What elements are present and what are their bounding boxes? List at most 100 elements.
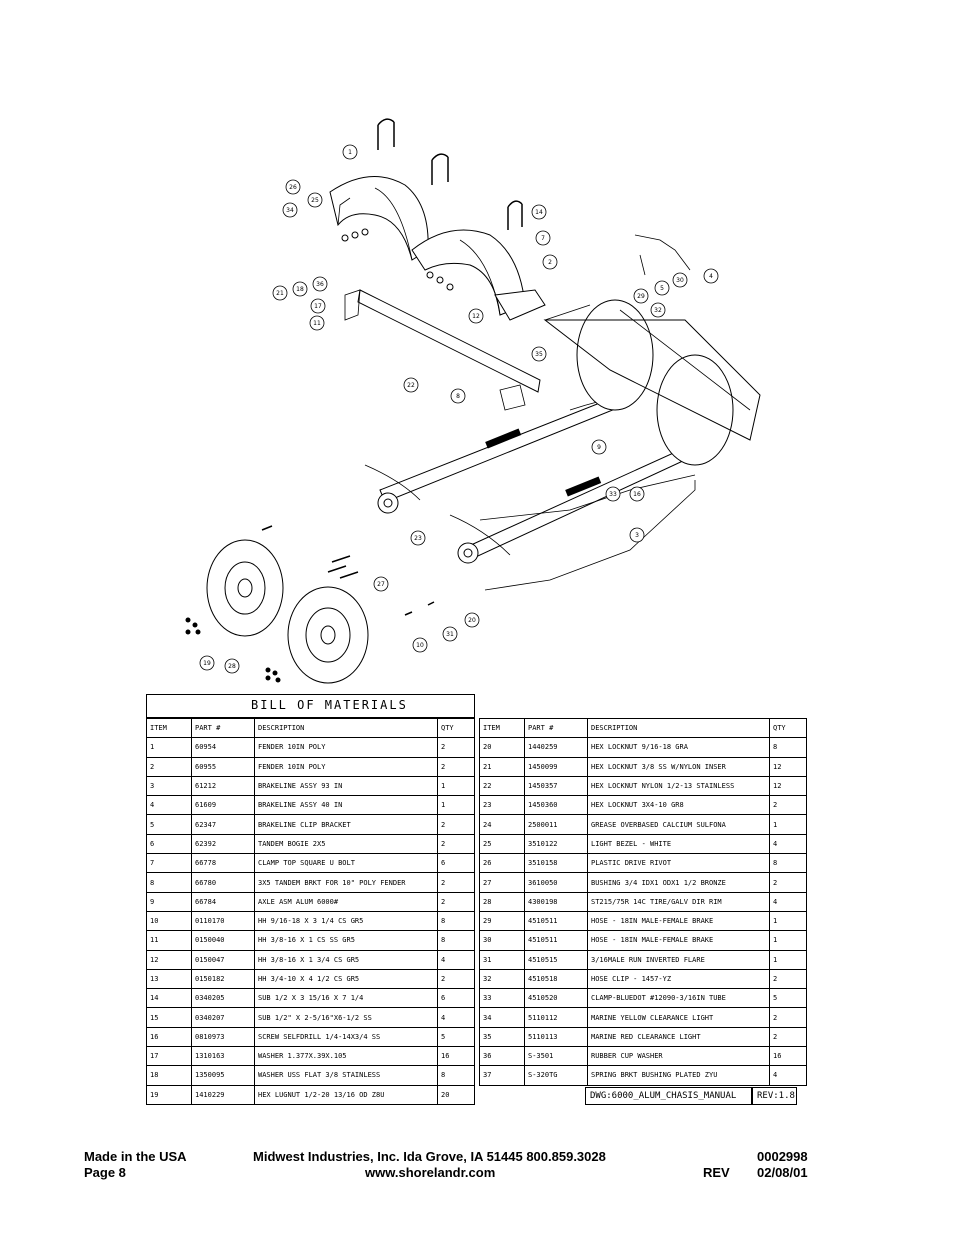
item-number: 2: [146, 756, 192, 777]
item-number: 23: [479, 795, 525, 816]
svg-text:14: 14: [535, 209, 543, 216]
qty: 2: [769, 968, 807, 990]
part-number: 1310163: [191, 1046, 255, 1067]
hubs: [377, 492, 479, 564]
footer-rev-date: 02/08/01: [757, 1165, 808, 1180]
svg-text:29: 29: [637, 293, 645, 300]
qty: 2: [437, 737, 475, 758]
qty: 2: [437, 968, 475, 990]
header-part: PART #: [191, 717, 255, 739]
svg-text:32: 32: [654, 307, 662, 314]
svg-text:21: 21: [276, 290, 284, 297]
qty: 16: [769, 1046, 807, 1067]
qty: 1: [769, 930, 807, 951]
svg-text:19: 19: [203, 660, 211, 667]
description: CLAMP TOP SQUARE U BOLT: [254, 853, 438, 874]
drawing-number: DWG:6000_ALUM_CHASIS_MANUAL: [585, 1087, 752, 1105]
description: HEX LOCKNUT 3X4-10 GR8: [587, 795, 770, 816]
qty: 6: [437, 988, 475, 1009]
part-number: 66778: [191, 853, 255, 874]
bom-title: BILL OF MATERIALS: [251, 698, 408, 712]
item-number: 33: [479, 988, 525, 1009]
qty: 2: [437, 891, 475, 912]
part-number: 0340205: [191, 988, 255, 1009]
part-number: S-320TG: [524, 1065, 588, 1086]
qty: 8: [437, 1065, 475, 1086]
part-number: 4510518: [524, 968, 588, 990]
qty: 5: [769, 988, 807, 1009]
tandem-bracket: [344, 289, 541, 411]
qty: 1: [769, 814, 807, 835]
description: HOSE - 18IN MALE-FEMALE BRAKE: [587, 910, 770, 932]
description: HH 3/8-16 X 1 CS SS GR5: [254, 930, 438, 951]
part-number: 62347: [191, 814, 255, 835]
item-number: 4: [146, 795, 192, 816]
item-number: 34: [479, 1007, 525, 1028]
qty: 4: [437, 1007, 475, 1028]
item-number: 7: [146, 853, 192, 874]
footer-made-in: Made in the USA: [84, 1149, 187, 1164]
item-number: 36: [479, 1046, 525, 1067]
item-number: 10: [146, 910, 192, 932]
qty: 5: [437, 1026, 475, 1048]
footer-rev-label: REV: [703, 1165, 730, 1180]
item-number: 12: [146, 949, 192, 970]
fender-front-left: [329, 176, 429, 261]
part-number: 2500011: [524, 814, 588, 835]
item-number: 32: [479, 968, 525, 990]
qty: 12: [769, 775, 807, 797]
bom-header-row: ITEM PART # DESCRIPTION QTY: [146, 717, 475, 739]
item-number: 24: [479, 814, 525, 835]
description: SPRING BRKT BUSHING PLATED ZYU: [587, 1065, 770, 1086]
item-number: 20: [479, 737, 525, 758]
qty: 6: [437, 853, 475, 874]
svg-text:17: 17: [314, 303, 322, 310]
svg-text:35: 35: [535, 351, 543, 358]
part-number: 4300198: [524, 891, 588, 912]
footer-doc-number: 0002998: [757, 1149, 808, 1164]
item-number: 21: [479, 756, 525, 777]
description: HH 3/4-10 X 4 1/2 CS GR5: [254, 968, 438, 990]
item-number: 31: [479, 949, 525, 970]
svg-text:27: 27: [377, 581, 385, 588]
description: MARINE RED CLEARANCE LIGHT: [587, 1026, 770, 1048]
description: HH 3/8-16 X 1 3/4 CS GR5: [254, 949, 438, 970]
description: HEX LUGNUT 1/2-20 13/16 OD Z8U: [254, 1084, 438, 1105]
u-bolts: [377, 118, 523, 230]
item-number: 28: [479, 891, 525, 912]
description: BRAKELINE ASSY 93 IN: [254, 775, 438, 797]
svg-text:1: 1: [348, 149, 352, 156]
item-number: 29: [479, 910, 525, 932]
svg-text:4: 4: [709, 273, 713, 280]
part-number: 61212: [191, 775, 255, 797]
exploded-assembly-drawing: 1 2 3 4 5 7 8 9 10 11 12 14 16 17 18 19 …: [185, 118, 761, 684]
svg-text:30: 30: [676, 277, 684, 284]
qty: 12: [769, 756, 807, 777]
description: FENDER 10IN POLY: [254, 737, 438, 758]
item-number: 26: [479, 853, 525, 874]
part-number: 1440259: [524, 737, 588, 758]
item-number: 35: [479, 1026, 525, 1048]
item-number: 17: [146, 1046, 192, 1067]
item-number: 37: [479, 1065, 525, 1086]
drawing-revision: REV:1.8: [752, 1087, 797, 1105]
qty: 2: [769, 1026, 807, 1048]
description: TANDEM BOGIE 2X5: [254, 833, 438, 855]
svg-text:2: 2: [548, 259, 552, 266]
part-number: 60954: [191, 737, 255, 758]
part-number: 0150040: [191, 930, 255, 951]
qty: 2: [437, 814, 475, 835]
